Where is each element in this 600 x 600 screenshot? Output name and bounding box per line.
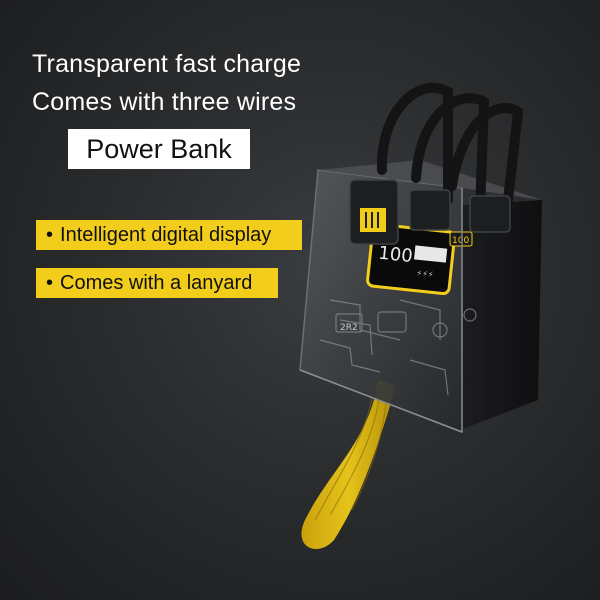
cable-icon [349, 82, 524, 245]
title-box: Power Bank [68, 129, 250, 169]
lanyard-icon [301, 379, 396, 550]
svg-text:100: 100 [452, 236, 469, 246]
bullet: • [46, 272, 54, 294]
headline-line-1: Transparent fast charge [32, 50, 302, 78]
feature-tag-lanyard: • Comes with a lanyard [36, 268, 278, 298]
feature-text: Intelligent digital display [60, 224, 272, 246]
svg-text:2R2: 2R2 [340, 323, 358, 333]
svg-text:100: 100 [377, 243, 413, 267]
svg-text:⚡⚡⚡: ⚡⚡⚡ [416, 269, 434, 280]
headline-line-2: Comes with three wires [32, 88, 297, 116]
feature-text: Comes with a lanyard [60, 272, 253, 294]
bullet: • [46, 224, 54, 246]
feature-tag-display: • Intelligent digital display [36, 220, 302, 250]
